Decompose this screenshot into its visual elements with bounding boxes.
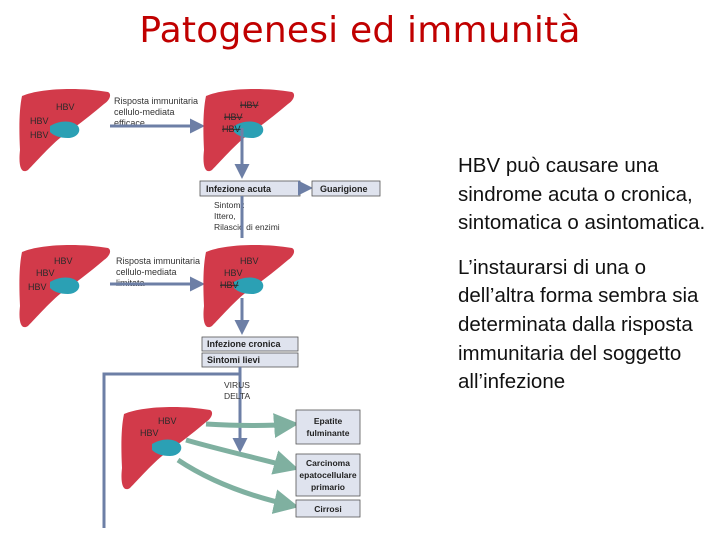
hepatocellular-carcinoma-label: epatocellulare [299,470,356,480]
hbv-label: HBV [224,112,243,122]
response-text-line: Risposta immunitaria [116,256,200,266]
hbv-label: HBV [222,124,241,134]
arrow [205,413,299,438]
description-paragraph: HBV può causare una sindrome acuta o cro… [458,154,706,235]
cirrhosis-box [295,499,361,518]
hbv-label: HBV [56,102,75,112]
description-paragraph: L’instaurarsi di una o dell’altra forma … [458,255,699,394]
hbv-label: HBV [220,280,239,290]
chronic-infection-box [201,336,299,352]
hbv-label: HBV [36,268,55,278]
hbv-label: HBV [224,268,243,278]
recovery-label: Guarigione [320,184,368,194]
virus-delta-text: VIRUS [224,380,250,390]
response-text-line: efficace [114,118,145,128]
arrow [185,437,299,475]
response-text-line: cellulo-mediata [114,107,175,117]
fulminant-hepatitis-box [295,409,361,445]
fulminant-hepatitis-label: fulminante [307,428,350,438]
stage-3-group: HBV HBV Epatite fulminante Carcinoma epa… [121,406,361,518]
response-text-line: Risposta immunitaria [114,96,198,106]
hepatocellular-carcinoma-label: Carcinoma [306,458,350,468]
mild-symptoms-box [201,352,299,368]
hbv-label: HBV [240,100,259,110]
response-text-line: cellulo-mediata [116,267,177,277]
stage-2-group: HBV HBV HBV Risposta immunitaria cellulo… [19,244,299,528]
acute-infection-label: Infezione acuta [206,184,272,194]
hbv-label: HBV [140,428,159,438]
mild-symptoms-label: Sintomi lievi [207,355,260,365]
hbv-label: HBV [54,256,73,266]
fulminant-hepatitis-label: Epatite [314,416,343,426]
hbv-pathogenesis-diagram: HBV HBV HBV Risposta immunitaria cellulo… [19,88,381,528]
symptoms-text-line: Rilascio di enzimi [214,222,280,232]
hepatocellular-carcinoma-box [295,453,361,497]
recovery-box [311,180,381,197]
hbv-label: HBV [240,256,259,266]
arrow [176,457,299,514]
chronic-infection-label: Infezione cronica [207,339,282,349]
slide-title: Patogenesi ed immunità [139,10,581,51]
hbv-label: HBV [30,116,49,126]
virus-delta-text: DELTA [224,391,250,401]
hbv-label: HBV [158,416,177,426]
description-text-panel: HBV può causare una sindrome acuta o cro… [458,152,708,413]
hepatocellular-carcinoma-label: primario [311,482,345,492]
symptoms-text-line: Ittero, [214,211,236,221]
symptoms-text-line: Sintomi: [214,200,245,210]
stage-1-group: HBV HBV HBV Risposta immunitaria cellulo… [19,88,381,238]
hbv-label: HBV [30,130,49,140]
connector-line [102,372,240,528]
cirrhosis-label: Cirrosi [314,504,341,514]
hbv-label: HBV [28,282,47,292]
